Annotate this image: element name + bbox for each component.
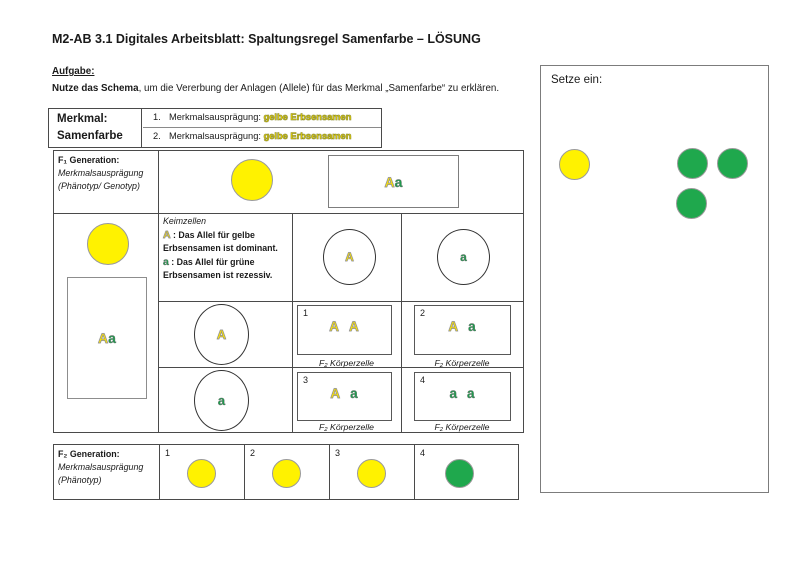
- f2-cell-2-number: 2: [250, 448, 256, 458]
- gamete-circle-A-left: A: [194, 304, 249, 365]
- dominant-description: : Das Allel für gelbe Erbsensamen ist do…: [163, 229, 278, 254]
- merkmal-header-line1: Merkmal:: [57, 113, 108, 125]
- f2-generation-label: F₂ Generation: Merkmalsausprägung (Phäno…: [54, 445, 163, 487]
- setze-ein-pea-green-3[interactable]: [676, 188, 707, 219]
- allele: a: [467, 386, 476, 401]
- koerperzelle-2-caption: F₂ Körperzelle: [434, 358, 490, 368]
- merkmal-header-line2: Samenfarbe: [57, 130, 123, 142]
- koerperzelle-1-caption: F₂ Körperzelle: [319, 358, 374, 368]
- merkmal-row-1-value[interactable]: gelbe Erbsensamen: [263, 112, 352, 123]
- koerperzelle-4-number: 4: [420, 375, 426, 385]
- allele: A: [349, 319, 360, 335]
- f1-label-line2: Merkmalsausprägung: [58, 168, 144, 178]
- grid-line: [414, 445, 415, 499]
- grid-line: [158, 151, 159, 432]
- grid-line: [159, 445, 160, 499]
- grid-line: [329, 445, 330, 499]
- f2-label-line3: (Phänotyp): [58, 475, 102, 485]
- f2-cell-3-number: 3: [335, 448, 341, 458]
- f2-label-line2: Merkmalsausprägung: [58, 462, 144, 472]
- grid-line: [401, 213, 402, 432]
- koerperzelle-1-number: 1: [303, 308, 309, 318]
- allele: A: [329, 319, 340, 335]
- gamete-circle-a-left: a: [194, 370, 249, 431]
- merkmal-row-2-number: 2.: [153, 131, 161, 141]
- recessive-description: : Das Allel für grüne Erbsensamen ist re…: [163, 256, 273, 281]
- merkmal-header: Merkmal: Samenfarbe: [49, 109, 142, 147]
- f2-label-line1: F₂ Generation:: [58, 449, 120, 459]
- grid-line: [158, 301, 523, 302]
- setze-ein-pea-green-1[interactable]: [677, 148, 708, 179]
- setze-ein-pea-green-2[interactable]: [717, 148, 748, 179]
- gamete-allele: A: [345, 250, 354, 265]
- grid-line: [158, 367, 523, 368]
- allele: A: [330, 386, 342, 402]
- allele: a: [449, 386, 458, 401]
- keimzellen-cell: Keimzellen A : Das Allel für gelbe Erbse…: [163, 215, 289, 283]
- gamete-allele: a: [217, 393, 226, 408]
- koerperzelle-3-number: 3: [303, 375, 309, 385]
- grid-line: [54, 213, 523, 214]
- koerperzelle-2-number: 2: [420, 308, 426, 318]
- task-label: Aufgabe:: [52, 66, 95, 77]
- f1-phenotype-pea-yellow[interactable]: [231, 159, 273, 201]
- keimzellen-recessive-text: a : Das Allel für grüne Erbsensamen ist …: [163, 255, 289, 283]
- merkmal-row-2-value[interactable]: gelbe Erbsensamen: [263, 131, 352, 142]
- f1-generation-label: F₁ Generation: Merkmalsausprägung (Phäno…: [54, 151, 162, 193]
- grid-line: [292, 213, 293, 432]
- allele: A: [448, 319, 460, 335]
- schema-table: F₁ Generation: Merkmalsausprägung (Phäno…: [53, 150, 524, 433]
- setze-ein-pea-yellow[interactable]: [559, 149, 590, 180]
- gamete-allele: a: [460, 250, 467, 264]
- f1-label-line1: F₁ Generation:: [58, 155, 120, 165]
- keimzellen-title: Keimzellen: [163, 216, 207, 226]
- grid-line: [244, 445, 245, 499]
- gamete-circle-A-top: A: [323, 229, 376, 285]
- merkmal-row-2-label: Merkmalsausprägung:: [169, 131, 264, 141]
- f2-pea-3[interactable]: [357, 459, 386, 488]
- f1-allele-recessive: a: [394, 173, 403, 190]
- koerperzelle-3-caption: F₂ Körperzelle: [319, 422, 374, 432]
- task-text: Nutze das Schema, um die Vererbung der A…: [52, 83, 499, 94]
- f2-cell-4-number: 4: [420, 448, 426, 458]
- parent-phenotype-pea-yellow[interactable]: [87, 223, 129, 265]
- f2-pea-4[interactable]: [445, 459, 474, 488]
- parent-allele-recessive: a: [108, 330, 116, 346]
- f2-pea-1[interactable]: [187, 459, 216, 488]
- f2-generation-table: F₂ Generation: Merkmalsausprägung (Phäno…: [53, 444, 519, 500]
- task-text-rest: , um die Vererbung der Anlagen (Allele) …: [138, 83, 500, 94]
- f1-allele-dominant: A: [384, 173, 395, 190]
- allele-A-symbol: A: [163, 228, 171, 241]
- parent-allele-dominant: A: [98, 330, 109, 347]
- f1-label-line3: (Phänotyp/ Genotyp): [58, 181, 140, 191]
- setze-ein-box: Setze ein:: [540, 65, 769, 493]
- allele-a-symbol: a: [163, 255, 169, 268]
- merkmal-row-1-number: 1.: [153, 112, 161, 122]
- merkmal-row-1-label: Merkmalsausprägung:: [169, 112, 264, 122]
- merkmal-row-2: 2. Merkmalsausprägung: gelbe Erbsensamen: [143, 128, 381, 147]
- f2-cell-1-number: 1: [165, 448, 171, 458]
- koerperzelle-4-caption: F₂ Körperzelle: [434, 422, 490, 432]
- merkmal-table: Merkmal: Samenfarbe 1. Merkmalsausprägung…: [48, 108, 382, 148]
- setze-ein-label: Setze ein:: [551, 74, 603, 86]
- gamete-allele: A: [216, 327, 227, 343]
- keimzellen-dominant-text: A : Das Allel für gelbe Erbsensamen ist …: [163, 228, 289, 256]
- allele: a: [350, 386, 359, 401]
- gamete-circle-a-top: a: [437, 229, 490, 285]
- task-text-bold: Nutze das Schema: [52, 83, 139, 94]
- allele: a: [468, 319, 477, 334]
- page-title: M2-AB 3.1 Digitales Arbeitsblatt: Spaltu…: [52, 32, 481, 46]
- f2-pea-2[interactable]: [272, 459, 301, 488]
- merkmal-row-1: 1. Merkmalsausprägung: gelbe Erbsensamen: [143, 109, 381, 128]
